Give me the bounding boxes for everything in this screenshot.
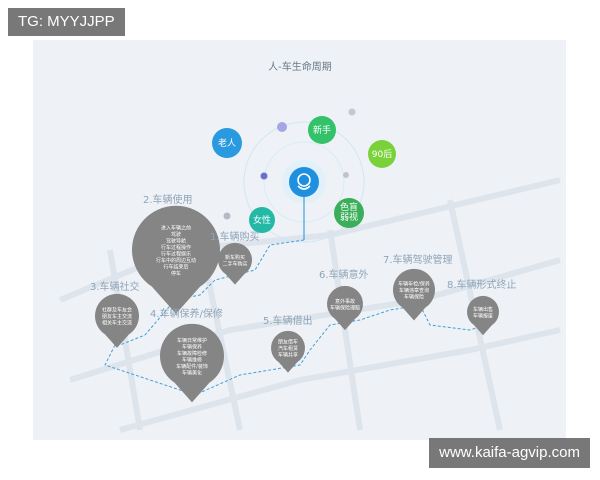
stage-label-4: 4.车辆保养/保修 [150,307,223,320]
stage-pin-line: 朋友车主交流 [102,313,132,320]
stage-pin-line: 相关车主交流 [102,320,132,327]
stage-label-3: 3.车辆社交 [90,280,140,293]
decor-dot [223,212,231,220]
driver-icon [289,167,319,197]
stage-pin-line: 停车 [171,270,181,277]
stage-pin-line: 驾驶导航 [166,237,186,244]
bubble-old: 老人 [212,128,242,158]
stage-pin-line: 车辆出售 [473,306,493,313]
stage-pin-line: 行车过程娱乐 [161,250,191,257]
stage-pin-line: 车辆保养 [182,343,202,350]
stage-pin-line: 行车过程操作 [161,244,191,251]
stage-pin-line: 车辆违章查询 [399,287,429,294]
stage-pins: 新车购买二手车购买进入车辆之前驾驶驾驶导航行车过程操作行车过程娱乐行车中的周边互… [95,205,499,403]
stage-pin-line: 车辆报废 [473,312,493,319]
stage-pin-shape [160,323,224,403]
stage-pin-line: 车辆配件/装饰 [176,363,208,370]
stage-pin-line: 车辆保险理赔 [330,304,360,311]
bubble-colorblind-text: 色盲弱视 [340,201,358,223]
stage-pin-line: 车辆保险 [404,294,424,301]
stage-pin-shape [467,295,499,336]
decor-dot [277,122,287,132]
stage-pin-line: 意外事故 [335,298,355,305]
bubble-new: 新手 [308,116,336,144]
diagram-title: 人-车生命周期 [268,60,332,73]
stage-pin-line: 朋友借车 [278,339,298,346]
decor-dot [260,172,268,180]
stage-pin-shape [132,205,220,314]
decor-dot [343,172,349,178]
svg-text:90后: 90后 [372,149,392,160]
svg-text:女性: 女性 [253,214,271,226]
bubble-colorblind: 色盲弱视 [334,198,364,228]
stage-pin-line: 车辆维修 [182,356,202,363]
stage-pin-shape [393,268,436,321]
stage-pin-line: 行车结束后 [163,263,188,270]
stage-pin-line: 新车购买 [225,254,245,261]
stage-label-5: 5.车辆借出 [263,314,313,327]
svg-text:新手: 新手 [313,124,331,136]
stage-label-1: 1.车辆购买 [210,230,260,243]
stage-pin-line: 进入车辆之前 [161,224,191,231]
stage-label-7: 7.车辆驾驶管理 [383,253,453,266]
stage-label-8: 8.车辆形式终止 [447,278,517,291]
stage-pin-line: 车辆故障检修 [177,350,207,357]
svg-text:老人: 老人 [218,137,236,149]
stage-pin-shape [95,293,139,348]
stage-pin-shape [217,242,252,285]
stage-pin-shape [271,330,306,373]
bubble-female: 女性 [249,207,275,233]
decor-dot [348,108,356,116]
stage-label-6: 6.车辆意外 [319,268,369,281]
stage-pin-line: 车辆共享 [278,352,298,359]
watermark-bottom: www.kaifa-agvip.com [429,438,590,468]
stage-pin-line: 社群及车友会 [102,307,132,314]
stage-pin-line: 车辆日常维护 [177,337,207,344]
stage-pin-line: 车辆年检/保养 [398,281,430,288]
stage-pin-line: 二手车购买 [222,260,247,267]
stage-pin-line: 车辆美化 [182,369,202,376]
stage-label-2: 2.车辆使用 [143,193,193,206]
stage-pin-line: 行车中的周边互动 [156,257,196,264]
stage-pin-line: 汽车租赁 [278,345,298,352]
bubble-post90: 90后 [368,140,396,168]
stage-pin-line: 驾驶 [171,231,181,238]
stage-pin-shape [327,285,364,331]
watermark-top: TG: MYYJJPP [8,8,125,36]
